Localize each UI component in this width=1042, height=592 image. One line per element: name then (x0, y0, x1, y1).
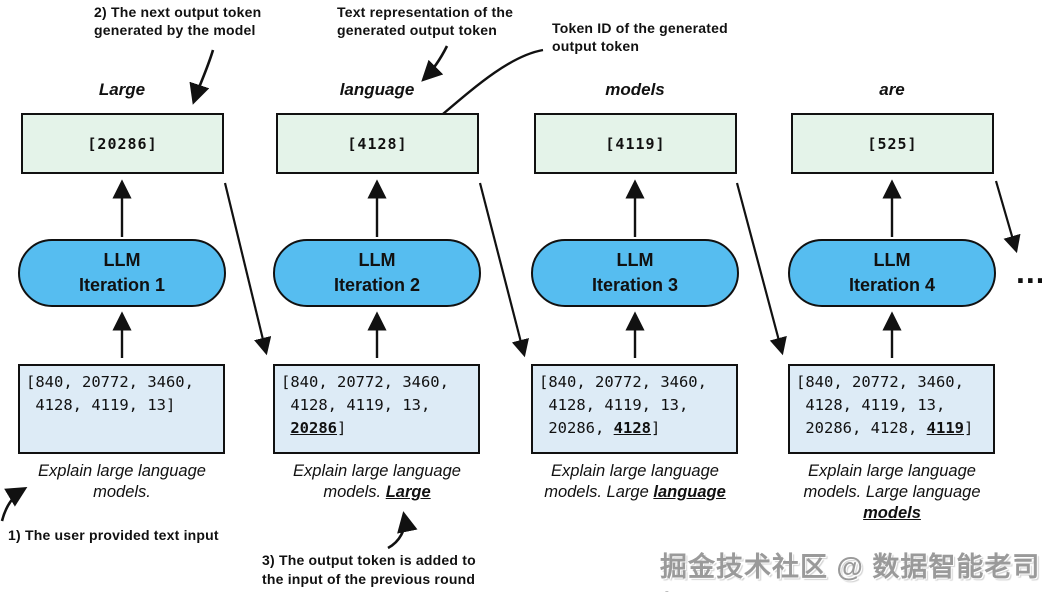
output-word-label: language (339, 80, 415, 99)
note-text-representation: Text representation of the generated out… (337, 4, 514, 38)
input-tokens-box: [840, 20772, 3460, 4128, 4119, 13, 20286… (273, 364, 480, 454)
prompt-caption: Explain large language models. (38, 462, 206, 501)
arrow-token4-to-ellipsis (994, 180, 1021, 254)
pill-subtitle: Iteration 2 (333, 275, 421, 295)
llm-iteration-pill: LLM Iteration 3 (531, 239, 739, 307)
arrow-token1-to-input2 (223, 182, 272, 356)
llm-iteration-pill: LLM Iteration 4 (788, 239, 996, 307)
continuation-ellipsis: ... (1016, 254, 1042, 290)
token-id-box: [20286] (21, 113, 224, 174)
pill-title: LLM (616, 250, 654, 270)
token-id-box: [4119] (534, 113, 737, 174)
pill-subtitle: Iteration 1 (78, 275, 166, 295)
pill-subtitle: Iteration 4 (848, 275, 936, 295)
pill-title: LLM (873, 250, 911, 270)
output-word-label: Large (98, 80, 146, 99)
input-tokens-box: [840, 20772, 3460, 4128, 4119, 13] (18, 364, 225, 454)
watermark-text: 掘金技术社区 @ 数据智能老司机 (660, 552, 1041, 592)
iteration-column-2: language [4128] LLM Iteration 2 [840, 20… (272, 0, 482, 592)
llm-iteration-pill: LLM Iteration 1 (18, 239, 226, 307)
pill-title: LLM (358, 250, 396, 270)
token-id-box: [525] (791, 113, 994, 174)
iteration-column-3: models [4119] LLM Iteration 3 [840, 2077… (530, 0, 740, 592)
note-token-id: Token ID of the generated output token (552, 20, 728, 54)
arrow-token2-to-input3 (478, 182, 529, 358)
arrow-token3-to-input4 (735, 182, 787, 356)
prompt-caption: Explain large language models. Large (293, 462, 461, 501)
pill-subtitle: Iteration 3 (591, 275, 679, 295)
prompt-caption: Explain large language models. Large lan… (803, 462, 981, 522)
output-word-label: models (605, 80, 665, 99)
output-word-label: are (879, 80, 905, 99)
note-output-appended: 3) The output token is added to the inpu… (262, 552, 476, 587)
note-user-input: 1) The user provided text input (8, 527, 219, 543)
prompt-caption: Explain large language models. Large lan… (544, 462, 726, 501)
input-tokens-box: [840, 20772, 3460, 4128, 4119, 13, 20286… (788, 364, 995, 454)
token-id-box: [4128] (276, 113, 479, 174)
pill-title: LLM (103, 250, 141, 270)
iteration-column-1: Large [20286] LLM Iteration 1 [840, 2077… (17, 0, 227, 592)
input-tokens-box: [840, 20772, 3460, 4128, 4119, 13, 20286… (531, 364, 738, 454)
iteration-column-4: are [525] LLM Iteration 4 [840, 20772, 3… (787, 0, 997, 592)
llm-iteration-pill: LLM Iteration 2 (273, 239, 481, 307)
note-next-output-token: 2) The next output token generated by th… (94, 4, 262, 38)
